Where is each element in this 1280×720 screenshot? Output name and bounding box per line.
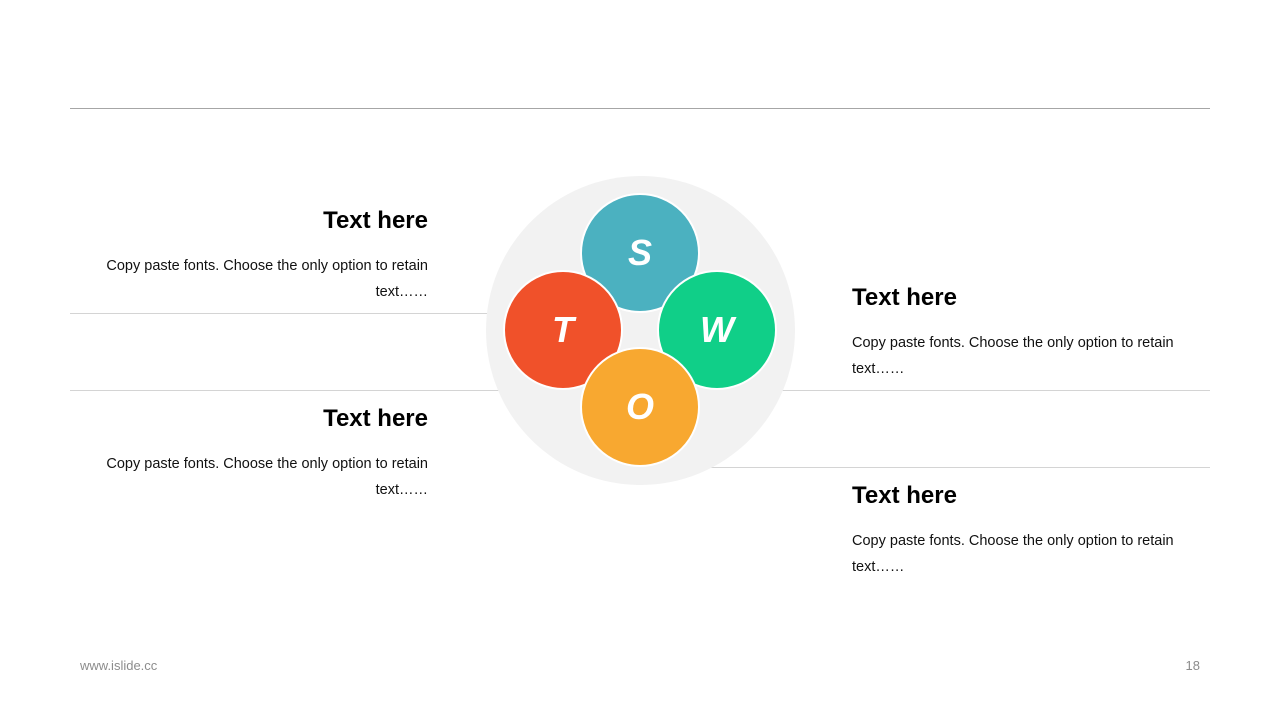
block-body: Copy paste fonts. Choose the only option… <box>852 335 1174 377</box>
swot-letter-w: W <box>700 309 734 350</box>
text-block-top-left: Text here Copy paste fonts. Choose the o… <box>98 207 428 305</box>
block-body: Copy paste fonts. Choose the only option… <box>852 533 1174 575</box>
divider-right-1 <box>740 390 1210 391</box>
block-title: Text here <box>323 207 428 234</box>
divider-left-1 <box>70 313 540 314</box>
block-title: Text here <box>323 405 428 432</box>
block-title: Text here <box>852 284 957 311</box>
block-title: Text here <box>852 482 957 509</box>
divider-left-2 <box>70 390 540 391</box>
footer-website: www.islide.cc <box>80 658 158 673</box>
text-block-top-right: Text here Copy paste fonts. Choose the o… <box>852 284 1182 382</box>
swot-letter-o: O <box>625 386 654 427</box>
swot-letter-s: S <box>627 232 652 273</box>
swot-circle-o: O <box>580 347 700 467</box>
block-body: Copy paste fonts. Choose the only option… <box>106 456 428 498</box>
text-block-bottom-right: Text here Copy paste fonts. Choose the o… <box>852 482 1182 580</box>
divider-right-2 <box>640 467 1210 468</box>
page-number: 18 <box>1185 658 1200 673</box>
swot-diagram: S W T O <box>486 176 795 485</box>
header-divider <box>70 108 1210 109</box>
swot-circle-w: W <box>657 270 777 390</box>
text-block-bottom-left: Text here Copy paste fonts. Choose the o… <box>98 405 428 503</box>
block-body: Copy paste fonts. Choose the only option… <box>106 258 428 300</box>
swot-letter-t: T <box>552 309 574 350</box>
